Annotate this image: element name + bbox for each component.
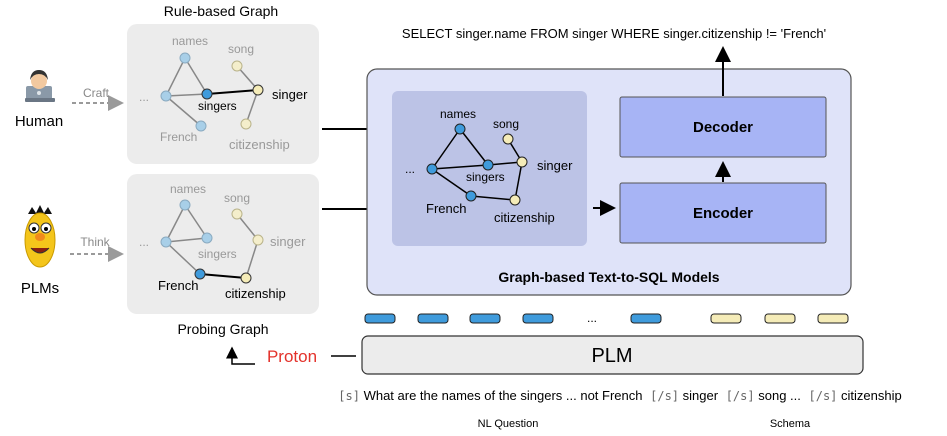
rule-node-names: [179, 52, 191, 64]
model-label-citizenship: citizenship: [494, 210, 555, 225]
craft-label: Craft: [83, 86, 110, 100]
plm-label: PLM: [591, 345, 632, 367]
sep-token: [/s]: [650, 389, 679, 403]
probe-label-singers: singers: [198, 247, 237, 261]
model-label-names: names: [440, 107, 476, 121]
model-label-singer: singer: [537, 158, 573, 173]
probe-node-singer: [252, 234, 264, 246]
rule-graph: [165, 57, 259, 127]
encoder-label: Encoder: [693, 205, 753, 222]
nl-question-text: What are the names of the singers ... no…: [364, 388, 643, 403]
probe-label-citizenship: citizenship: [225, 286, 286, 301]
rule-node-song: [231, 60, 243, 72]
rule-node-singers: [201, 88, 213, 100]
probe-node-ellipsis: [160, 236, 172, 248]
model-node-singers: [482, 159, 494, 171]
rule-graph-title: Rule-based Graph: [164, 3, 278, 19]
model-node-names: [454, 123, 466, 135]
nl-question-label: NL Question: [478, 418, 539, 430]
token-question: [364, 313, 396, 324]
proton-label: Proton: [267, 347, 317, 366]
rule-node-citizenship: [240, 118, 252, 130]
rule-node-singer: [252, 84, 264, 96]
decoder-block: [619, 96, 827, 158]
token-schema: [764, 313, 796, 324]
probe-node-names: [179, 199, 191, 211]
probe-node-singers: [201, 232, 213, 244]
encoder-block: [619, 182, 827, 244]
probe-node-citizenship: [240, 272, 252, 284]
model-label-french: French: [426, 201, 466, 216]
model-label-singers: singers: [466, 170, 505, 184]
schema-label: Schema: [770, 418, 811, 430]
rule-label-ellipsis: ...: [139, 90, 149, 104]
schema-item-citizenship: citizenship: [841, 388, 902, 403]
model-node-singer: [516, 156, 528, 168]
model-node-song: [502, 133, 514, 145]
input-sequence: [s] What are the names of the singers ..…: [338, 388, 901, 403]
probing-graph-panel: [127, 174, 319, 314]
probe-label-names: names: [170, 182, 206, 196]
probe-label-ellipsis: ...: [139, 235, 149, 249]
model-node-citizenship: [509, 194, 521, 206]
token-question: [522, 313, 554, 324]
plm-face-icon: [24, 205, 56, 268]
sql-query: SELECT singer.name FROM singer WHERE sin…: [402, 26, 826, 41]
plm-block: [361, 335, 864, 375]
token-question: [630, 313, 662, 324]
model-node-ellipsis: [426, 163, 438, 175]
probing-graph-title: Probing Graph: [177, 321, 268, 337]
rule-label-singer: singer: [272, 87, 308, 102]
model-label-song: song: [493, 117, 519, 131]
probe-node-french: [194, 268, 206, 280]
sep-token: [/s]: [809, 389, 838, 403]
rule-node-french: [195, 120, 207, 132]
rule-graph-panel: [127, 24, 319, 164]
models-title: Graph-based Text-to-SQL Models: [498, 269, 719, 285]
think-label: Think: [80, 235, 110, 249]
probe-label-french: French: [158, 278, 198, 293]
schema-item-singer: singer: [683, 388, 719, 403]
probe-node-song: [231, 208, 243, 220]
decoder-label: Decoder: [693, 119, 753, 136]
probe-label-singer: singer: [270, 234, 306, 249]
plms-label: PLMs: [21, 280, 59, 297]
rule-label-song: song: [228, 42, 254, 56]
model-node-french: [465, 190, 477, 202]
sep-token: [/s]: [726, 389, 755, 403]
rule-label-names: names: [172, 34, 208, 48]
token-question: [417, 313, 449, 324]
proton-to-probing-arrow: [226, 346, 255, 365]
rule-label-french: French: [160, 130, 197, 144]
model-label-ellipsis: ...: [405, 162, 415, 176]
rule-label-citizenship: citizenship: [229, 137, 290, 152]
rule-label-singers: singers: [198, 99, 237, 113]
human-icon: [25, 70, 55, 102]
token-schema: [817, 313, 849, 324]
human-label: Human: [15, 113, 63, 130]
token-question: [469, 313, 501, 324]
token-ellipsis: ...: [587, 311, 597, 325]
probe-label-song: song: [224, 191, 250, 205]
rule-node-ellipsis: [160, 90, 172, 102]
schema-item-song: song ...: [758, 388, 801, 403]
sep-start-token: [s]: [338, 389, 360, 403]
probing-graph: [165, 204, 259, 279]
token-schema: [710, 313, 742, 324]
